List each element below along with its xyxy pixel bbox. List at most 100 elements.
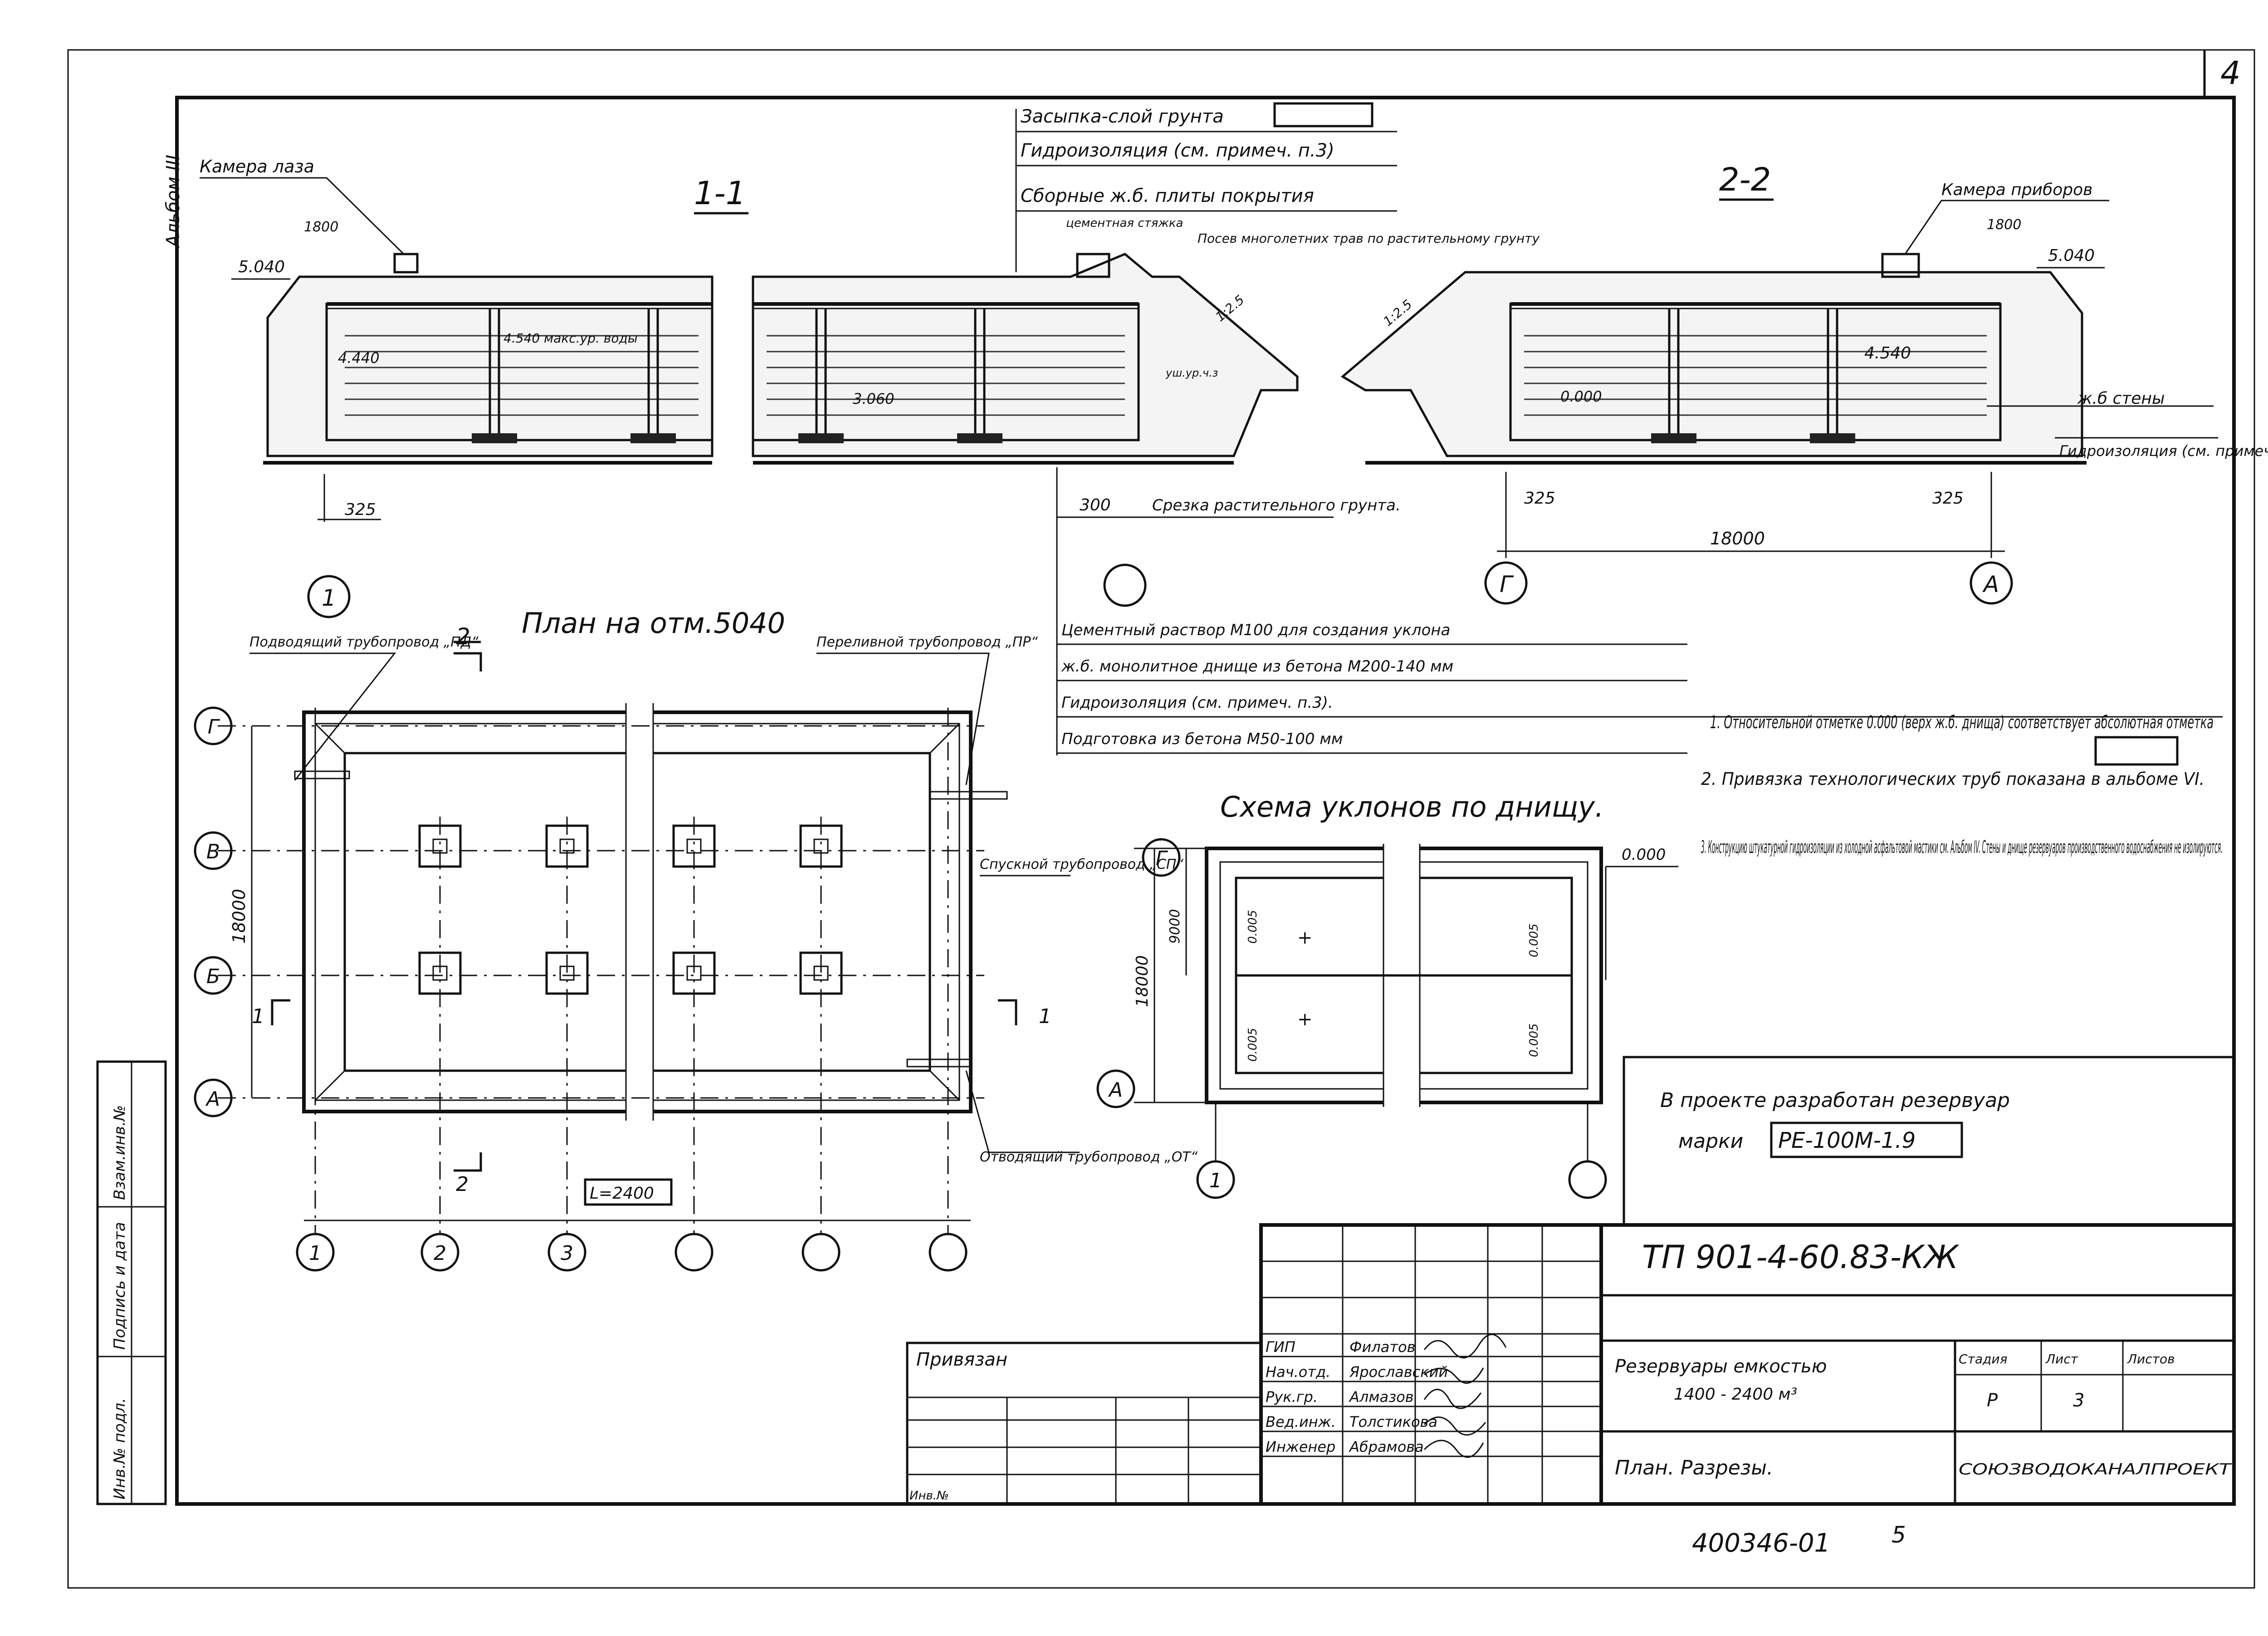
staff-name-4: Толстикова [1349,1413,1437,1430]
plan-axis-col-3: 3 [561,1242,573,1265]
slope-scheme: Схема уклонов по днищу. 0.005 0.005 0.00… [1096,790,1678,1199]
sheet-number: 4 [2220,54,2241,92]
title-inv: Инв.№ [909,1489,949,1503]
title-bound: Привязан [916,1349,1007,1370]
slope-row-bottom: А [1108,1078,1123,1102]
section-1-level-mid: 3.060 [853,390,894,407]
staff-role-5: Инженер [1266,1438,1335,1455]
plan-axis-row-1: Г [208,715,220,739]
section-1-level-top: 5.040 [238,258,285,276]
title-sheet: 3 [2073,1390,2084,1411]
section-1-title: 1-1 [694,175,746,212]
side-stamp-replace: Взам.инв.№ [111,1105,129,1200]
plan-axis-col-6 [929,1233,968,1272]
plan-axis-col-5 [802,1233,841,1272]
plan-pipe-in: Подводящий трубопровод „ПД“ [249,634,479,650]
layer-waterproofing-bottom: Гидроизоляция (см. примеч. п.3). [1061,694,1333,712]
section-2-axis-right-marker [1970,561,2013,605]
note-2: 2. Привязка технологических труб показан… [1701,769,2204,789]
section-1-axis: 1 [322,585,336,611]
section-2-dim-right: 325 [1932,489,1964,508]
title-sheet-title: План. Разрезы. [1615,1456,1773,1479]
plan-axis-col-1: 1 [309,1242,322,1265]
slope-plus-2: + [1297,1009,1313,1030]
signatures [1423,1333,1507,1458]
section-2-level-water: 4.540 [1864,344,1911,362]
note-1: 1. Относительной отметке 0.000 (верх ж.б… [1710,712,2214,732]
title-org: СОЮЗВОДОКАНАЛПРОЕКТ [1959,1460,2232,1479]
title-block: ТП 901-4-60.83-КЖ Резервуары емкостью 14… [906,1223,2236,1506]
project-box: В проекте разработан резервуар марки РЕ-… [1623,1056,2235,1226]
plan-pipe-overflow: Переливной трубопровод „ПР“ [816,634,1038,650]
title-sheets-header: Листов [2127,1352,2175,1367]
slope-dim-vertical: 18000 [1133,955,1152,1007]
slope-scheme-title: Схема уклонов по днищу. [1220,790,1604,823]
footer-page: 5 [1892,1522,1906,1548]
plan-length-box: L=2400 [590,1184,654,1203]
album-label: Альбом III [163,155,184,249]
section-1-chamber-label: Камера лаза [200,157,314,176]
bottom-layer-legend: 300 Срезка растительного грунта. Цементн… [1056,467,2223,755]
staff-role-1: ГИП [1266,1338,1295,1356]
side-stamp: Инв.№ подл. Подпись и дата Взам.инв.№ [96,1060,167,1505]
section-1-axis-marker [307,575,351,618]
note-3: 3. Конструкцию штукатурной гидроизоляции… [1701,837,2223,857]
plan-title: План на отм.5040 [522,607,785,640]
slope-level: 0.000 [1622,846,1666,864]
plan-axis-row-3: Б [206,965,220,988]
note-grass: Посев многолетних трав по растительному … [1198,231,1540,246]
plan: План на отм.5040 2 Подводящий трубопрово… [194,607,1198,1272]
section-2-dim-left: 325 [1524,489,1555,508]
staff-role-4: Вед.инж. [1266,1413,1336,1430]
section-2-2: 2-2 Камера приборов 1800 5.040 4.540 0.0… [1340,161,2268,605]
section-2-axis-left-marker [1484,561,1528,605]
plan-axis-row-4: А [205,1087,220,1111]
section-2-wall-label: ж.б стены [2077,389,2165,408]
plan-pipe-drain: Спускной трубопровод „СП“ [980,857,1183,872]
side-stamp-inv: Инв.№ подл. [111,1398,129,1499]
section-2-axis-left: Г [1500,571,1514,598]
title-stage: Р [1987,1390,1998,1411]
section-2-title: 2-2 [1719,161,1771,198]
section-2-dim-top: 1800 [1987,217,2021,233]
title-name-2: 1400 - 2400 м³ [1674,1385,1797,1404]
staff-name-2: Ярославский [1349,1363,1448,1381]
plan-axis-col-4 [675,1233,714,1272]
staff-role-3: Рук.гр. [1266,1388,1318,1406]
general-notes: 1. Относительной отметке 0.000 (верх ж.б… [1701,712,2223,857]
layer-backfill: Засыпка-слой грунта [1021,106,1224,127]
layer-cement-mortar: Цементный раствор М100 для создания укло… [1061,621,1450,639]
slope-col-right-marker [1568,1160,1607,1199]
plan-cut-1-left: 1 [252,1005,264,1028]
plan-cut-1-right: 1 [1039,1005,1051,1028]
plan-cut-2-top: 2 [456,623,470,650]
project-line-1: В проекте разработан резервуар [1660,1089,2010,1112]
staff-name-3: Алмазов [1349,1388,1414,1406]
project-mark: РЕ-100М-1.9 [1778,1128,1916,1153]
slope-2: 0.005 [1527,924,1541,957]
section-1-1: 1-1 Камера лаза 1800 5.040 [200,157,1299,618]
layer-monolithic-bottom: ж.б. монолитное днище из бетона М200-140… [1061,657,1453,676]
soil-note-text: Срезка растительного грунта. [1152,496,1401,514]
section-2-axis-right: А [1982,571,1999,598]
cut-axis-marker [1103,563,1147,607]
section-2-chamber-label: Камера приборов [1941,181,2092,199]
note-ground-level: уш.ур.ч.з [1165,367,1218,379]
plan-cut-2-bottom: 2 [456,1173,469,1196]
section-2-waterproofing: Гидроизоляция (см. примеч. п.3) [2059,442,2268,460]
plan-dim-vertical: 18000 [229,889,249,944]
section-1-dim-top: 1800 [304,219,338,235]
title-sheet-header: Лист [2045,1352,2078,1367]
section-1-max-water: 4.540 макс.ур. воды [503,331,638,346]
staff-role-2: Нач.отд. [1266,1363,1330,1381]
layer-waterproofing: Гидроизоляция (см. примеч. п.3) [1021,140,1334,161]
slope-row-top: Г [1156,847,1168,870]
plan-pipe-out: Отводящий трубопровод „ОТ“ [980,1149,1198,1165]
slope-col-left: 1 [1209,1169,1222,1192]
soil-note-dim: 300 [1080,496,1111,514]
staff-name-5: Абрамова [1349,1438,1424,1455]
staff-name-1: Филатов [1349,1338,1415,1356]
slope-plus-1: + [1297,927,1313,948]
layer-concrete-base: Подготовка из бетона М50-100 мм [1061,730,1343,748]
